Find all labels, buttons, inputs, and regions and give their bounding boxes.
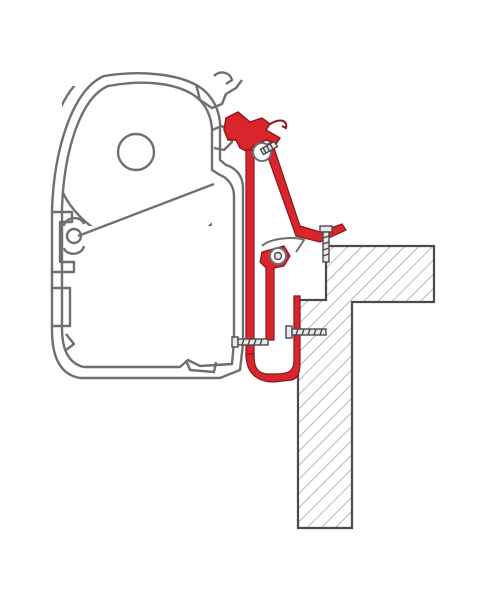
- roller-tube: [62, 86, 212, 226]
- screw-upper: [259, 140, 279, 156]
- vehicle-wall-section: [296, 244, 436, 530]
- lower-pivot-cap: [261, 237, 306, 253]
- wall-cross-section: [296, 244, 436, 530]
- adapter-lower-hook: [245, 295, 301, 383]
- fabric-bead: [65, 227, 83, 245]
- cassette-bottom-groove: [65, 333, 76, 351]
- fixing-screws: [231, 140, 333, 348]
- adapter-vertical-stem: [245, 149, 255, 357]
- cassette-bottom-channel: [184, 359, 218, 374]
- screw-mid-clamp: [273, 251, 283, 261]
- awning-cassette: [50, 71, 245, 380]
- adapter-top-hook: [269, 119, 288, 130]
- roller-tube-axle: [116, 132, 156, 172]
- cassette-inner-shell: [60, 81, 236, 369]
- cassette-top-lip: [194, 79, 243, 110]
- wall-adapter-bracket: [223, 111, 347, 383]
- screw-wall-upper: [285, 325, 327, 339]
- screw-wall-lower: [231, 336, 269, 348]
- cassette-left-rail: [52, 210, 76, 274]
- awning-fabric-line: [77, 182, 215, 238]
- cassette-left-lower-rail: [52, 286, 72, 328]
- adapter-diagonal-arm: [263, 141, 347, 243]
- fabric-bead-clip: [62, 216, 86, 255]
- screw-roof: [319, 225, 333, 263]
- cassette-top-hook: [213, 71, 234, 85]
- adapter-mid-clamp: [259, 245, 291, 341]
